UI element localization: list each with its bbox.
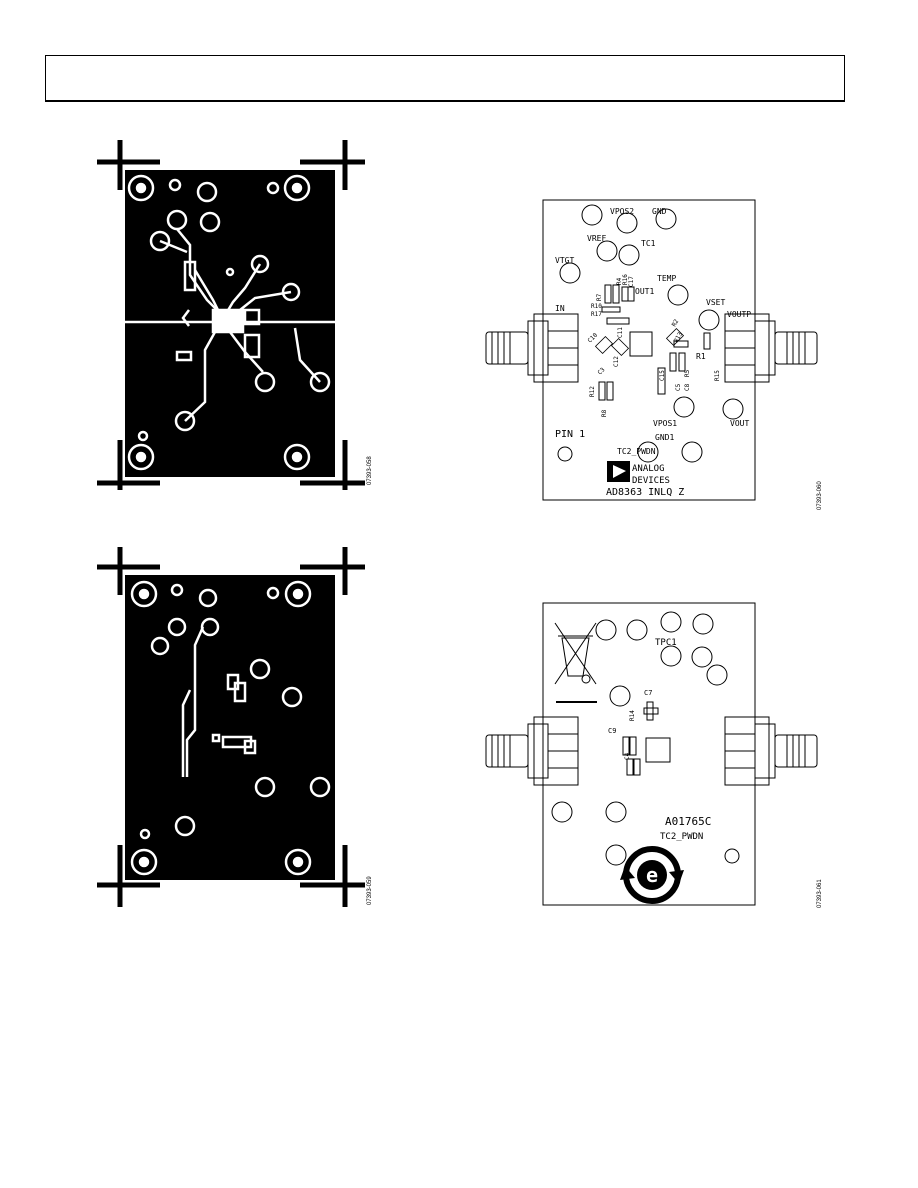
page-header-box [45,55,845,102]
label-r5: R5 [684,369,691,377]
bottom-copper-layer-figure: 07393-059 [95,545,373,910]
analog-devices-logo [607,461,630,482]
label-gnd1: GND1 [655,433,674,442]
pads-and-traces [130,580,331,876]
label-vtgt: VTGT [555,256,574,265]
label-c11: C11 [617,327,624,338]
label-r7: R7 [596,293,603,301]
label-tpc1: TPC1 [655,638,677,648]
sma-connector-right [724,716,818,786]
figure-id: 07393-058 [367,456,373,485]
bottom-silkscreen-drawing: e TPC1 C7 C9 A01765C TC2_PWDN R14 C4 [485,602,818,906]
crop-marks [97,140,365,490]
label-r8: R8 [601,409,608,417]
label-c9: C9 [608,727,616,735]
label-r4: R4 [616,277,623,285]
label-gnd: GND [652,207,667,216]
e-mark-recycle-icon: e [620,846,684,904]
label-c8: C8 [684,383,691,391]
label-voutp: VOUTP [727,310,751,319]
label-r13: R13 [673,331,685,344]
label-c17: C17 [628,276,635,287]
label-c15: C15 [659,370,666,381]
label-pin1: PIN 1 [555,429,585,440]
top-silkscreen-figure: VPOS2 GND TC1 VREF VTGT TEMP OUT1 IN VSE… [470,195,830,510]
board-outline [542,602,756,906]
sma-connector-right [724,313,818,383]
figure-id: 07393-059 [367,876,373,905]
label-c7: C7 [644,689,652,697]
label-vref: VREF [587,234,606,243]
top-copper-layer-drawing [97,140,365,490]
weee-bin-icon [554,622,597,703]
label-r2: R2 [671,318,681,328]
label-vpos1: VPOS1 [653,419,677,428]
label-board-name: AD8363 INLQ Z [606,487,684,498]
pads-and-traces [125,174,335,471]
label-devices: DEVICES [632,476,670,486]
label-tc2-pwdn: TC2_PWDN [617,447,656,456]
label-vset: VSET [706,298,725,307]
label-part-number: A01765C [665,815,711,828]
label-temp: TEMP [657,274,676,283]
label-analog: ANALOG [632,464,665,474]
bottom-silkscreen-figure: e TPC1 C7 C9 A01765C TC2_PWDN R14 C4 073… [470,598,830,910]
sma-connector-left [485,313,579,383]
label-tc1: TC1 [641,239,656,248]
label-r17: R17 [591,311,602,318]
label-c12: C12 [613,356,620,367]
label-vpos2: VPOS2 [610,207,634,216]
sma-connector-left [485,716,579,786]
bottom-copper-layer-drawing [97,547,365,907]
label-c10: C10 [586,332,599,345]
label-r12: R12 [589,386,596,397]
label-tc2-pwdn: TC2_PWDN [660,832,703,842]
label-r14: R14 [629,710,636,721]
svg-text:e: e [646,863,658,887]
top-silkscreen-drawing: VPOS2 GND TC1 VREF VTGT TEMP OUT1 IN VSE… [485,199,818,501]
crop-marks [97,547,365,907]
label-r1: R1 [696,352,706,361]
label-r15: R15 [714,370,721,381]
label-in: IN [555,304,565,313]
label-c4: C4 [624,752,631,760]
label-vout: VOUT [730,419,749,428]
label-c5: C5 [675,383,682,391]
label-c3: C3 [596,366,606,376]
figure-id: 07393-061 [817,879,823,908]
label-r10: R10 [591,303,602,310]
figure-id: 07393-060 [817,481,823,510]
top-copper-layer-figure: 07393-058 [95,140,373,490]
label-out1: OUT1 [635,287,654,296]
label-r16: R16 [622,274,629,285]
